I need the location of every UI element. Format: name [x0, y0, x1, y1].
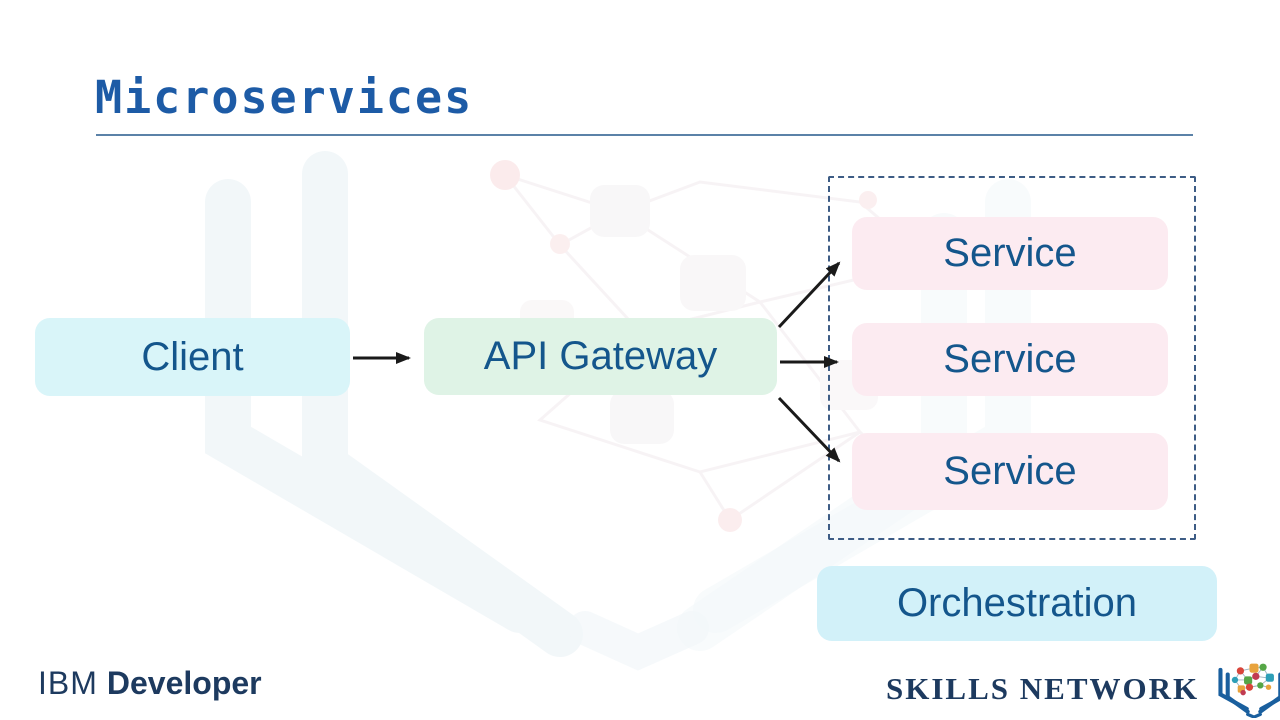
- skills-network-text: SKILLS NETWORK: [886, 671, 1200, 706]
- skills-network-logo: SKILLS NETWORK: [886, 660, 1280, 718]
- client-label: Client: [141, 334, 244, 379]
- orchestration-box: Orchestration: [817, 566, 1217, 641]
- service-box-3: Service: [852, 433, 1168, 510]
- service-box-2: Service: [852, 323, 1168, 396]
- api-gateway-label: API Gateway: [483, 334, 718, 378]
- orchestration-label: Orchestration: [896, 581, 1138, 625]
- service-label: Service: [943, 337, 1077, 381]
- title-underline: [96, 134, 1193, 136]
- skills-network-logo-icon: [1218, 663, 1280, 718]
- ibm-logo-text: IBM: [38, 665, 98, 701]
- service-label: Service: [943, 231, 1077, 275]
- service-box-1: Service: [852, 217, 1168, 290]
- api-gateway-box: API Gateway: [424, 318, 777, 395]
- service-label: Service: [943, 449, 1077, 493]
- page-title: Microservices: [95, 71, 474, 124]
- developer-logo-text: Developer: [106, 665, 262, 701]
- client-box: Client: [35, 318, 350, 396]
- ibm-developer-logo: IBM Developer: [38, 665, 262, 702]
